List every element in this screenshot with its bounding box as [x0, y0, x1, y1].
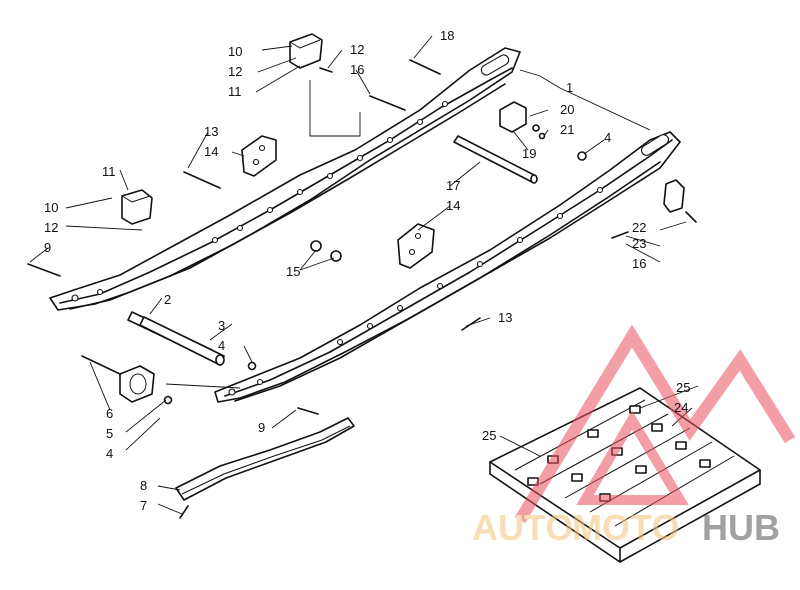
- mounting-plate-lower: [397, 223, 435, 269]
- callout-14: 14: [446, 198, 460, 213]
- callout-2: 2: [164, 292, 171, 307]
- callout-11: 11: [102, 164, 116, 179]
- watermark-triangle-logo: [514, 324, 796, 524]
- callout-7: 7: [140, 498, 147, 513]
- watermark-text-hub: HUB: [702, 507, 780, 548]
- hyfax-wear-strip: [175, 417, 355, 501]
- callout-13: 13: [498, 310, 512, 325]
- callout-4: 4: [106, 446, 113, 461]
- callout-9: 9: [44, 240, 51, 255]
- automotohub-watermark: AUTO MOTO HUB: [472, 324, 796, 548]
- callout-25: 25: [482, 428, 496, 443]
- callout-11: 11: [228, 84, 242, 99]
- callout-17: 17: [446, 178, 460, 193]
- callout-18: 18: [440, 28, 454, 43]
- cross-shaft-rear: [453, 135, 538, 184]
- rear-bumper-bracket-left: [121, 189, 153, 225]
- cross-shaft-front: [127, 311, 225, 366]
- callout-9: 9: [258, 420, 265, 435]
- leader-lines: [29, 35, 699, 515]
- callout-16: 16: [350, 62, 364, 77]
- callout-4: 4: [218, 338, 225, 353]
- stop-block-19: [499, 101, 527, 133]
- callout-10: 10: [228, 44, 242, 59]
- bolts: [27, 59, 697, 519]
- callout-24: 24: [674, 400, 688, 415]
- callout-25: 25: [676, 380, 690, 395]
- callout-3: 3: [218, 318, 225, 333]
- end-cap-22: [663, 179, 685, 213]
- callout-13: 13: [204, 124, 218, 139]
- watermark-text-moto: MOTO: [572, 507, 679, 548]
- callout-12: 12: [228, 64, 242, 79]
- callout-15: 15: [286, 264, 300, 279]
- mounting-plate-upper: [241, 135, 277, 177]
- callout-labels: 10 12 11 12 16 18 1 20 21 19 4 13 14 11 …: [44, 28, 690, 513]
- stopper-block-6: [119, 365, 155, 403]
- callout-10: 10: [44, 200, 58, 215]
- callout-12: 12: [350, 42, 364, 57]
- callout-21: 21: [560, 122, 574, 137]
- callout-16: 16: [632, 256, 646, 271]
- callout-5: 5: [106, 426, 113, 441]
- callout-6: 6: [106, 406, 113, 421]
- callout-4: 4: [604, 130, 611, 145]
- callout-8: 8: [140, 478, 147, 493]
- callout-1: 1: [566, 80, 573, 95]
- watermark-triangle-inner: [576, 410, 689, 505]
- watermark-text-auto: AUTO: [472, 507, 573, 548]
- callout-19: 19: [522, 146, 536, 161]
- callout-12: 12: [44, 220, 58, 235]
- rear-bumper-bracket-top: [289, 33, 323, 69]
- lower-slide-rail: [214, 131, 681, 403]
- upper-slide-rail: [49, 47, 521, 311]
- callout-20: 20: [560, 102, 574, 117]
- callout-14: 14: [204, 144, 218, 159]
- callout-22: 22: [632, 220, 646, 235]
- callout-23: 23: [632, 236, 646, 251]
